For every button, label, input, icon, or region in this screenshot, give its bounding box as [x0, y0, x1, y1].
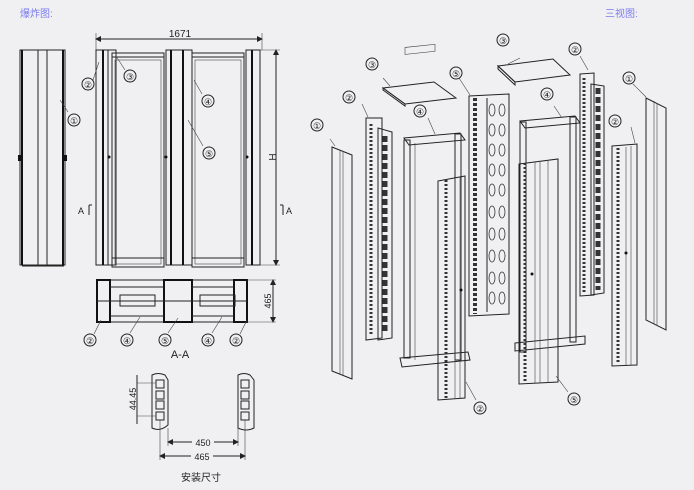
callout-5: ⑤	[205, 149, 213, 159]
exploded-callout-4-left: ④	[416, 107, 424, 117]
door-panel-right: ⑤	[518, 158, 581, 406]
callout-1: ①	[70, 116, 78, 126]
exploded-callout-2-right-back: ②	[571, 45, 579, 55]
height-dimension: H	[266, 153, 277, 160]
three-views-header: 三视图:	[605, 9, 638, 20]
section-callout-2-right: ②	[232, 336, 240, 346]
mounting-caption: 安装尺寸	[181, 471, 221, 484]
callout-3: ③	[126, 72, 134, 82]
exploded-callout-2-front: ②	[476, 404, 484, 414]
section-callout-5: ⑤	[161, 336, 169, 346]
inner-dimension: 450	[195, 438, 210, 448]
exploded-callout-3-left: ③	[368, 60, 376, 70]
section-marker-left: A	[78, 206, 84, 216]
side-panel-left: ①	[310, 118, 353, 380]
vertical-post-right-back: ②	[568, 42, 605, 297]
exploded-callout-2-right-front: ②	[611, 117, 619, 127]
section-marker-right: A	[286, 206, 292, 216]
exploded-view: ① ② ③ ④	[310, 33, 667, 415]
exploded-callout-5-top: ⑤	[452, 69, 460, 79]
vertical-post-right-front: ②	[608, 114, 638, 367]
outer-dimension: 465	[194, 452, 209, 462]
vertical-post-left: ②	[342, 90, 393, 341]
section-callout-4-right: ④	[204, 336, 212, 346]
section-label: A-A	[171, 349, 190, 361]
section-callout-4-left: ④	[123, 336, 131, 346]
exploded-view-header: 爆炸图:	[20, 9, 53, 20]
exploded-callout-5-bottom: ⑤	[570, 395, 578, 405]
center-post: ⑤	[449, 66, 510, 317]
side-view: ①	[18, 49, 81, 267]
exploded-callout-1-right: ①	[625, 74, 633, 84]
mounting-diagram: 44.45 450 465 安装尺寸	[128, 373, 255, 484]
pitch-dimension: 44.45	[128, 388, 138, 411]
top-plate-left: ③	[365, 43, 458, 107]
vertical-post-front: ②	[437, 175, 487, 415]
section-callout-2-left: ②	[86, 336, 94, 346]
callout-4: ④	[204, 97, 212, 107]
side-panel-right: ①	[622, 71, 667, 331]
callout-2: ②	[84, 80, 92, 90]
exploded-callout-4-right: ④	[543, 90, 551, 100]
exploded-callout-3-right: ③	[499, 36, 507, 46]
exploded-callout-1-left: ①	[313, 121, 321, 131]
top-plate-right: ③	[496, 33, 572, 87]
depth-dimension: 465	[263, 293, 273, 308]
width-dimension: 1671	[169, 29, 192, 40]
section-view: 465 ② ④ ⑤ ④ ② A-A	[83, 279, 276, 361]
front-view: 1671 H A A	[78, 29, 292, 268]
exploded-callout-2-left: ②	[345, 93, 353, 103]
door-frame-left: ④	[399, 104, 471, 368]
